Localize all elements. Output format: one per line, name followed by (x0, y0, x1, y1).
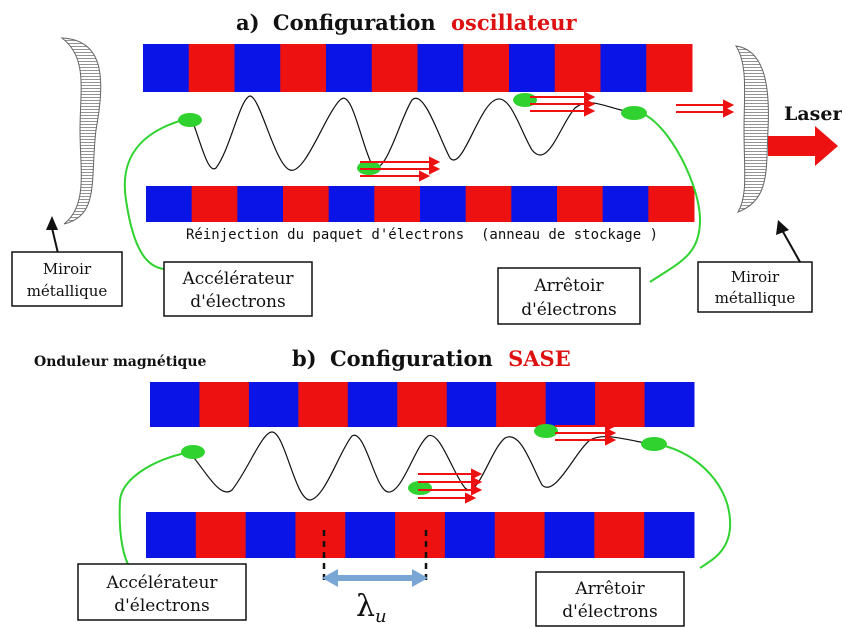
blue-magnet (446, 382, 497, 427)
blue-magnet (146, 186, 193, 222)
curved-mirror-icon (735, 45, 769, 213)
svg-text:Miroir: Miroir (731, 268, 780, 286)
blue-magnet (420, 186, 467, 222)
red-magnet (595, 382, 646, 427)
top-magnet-row (143, 44, 693, 92)
red-magnet (397, 382, 448, 427)
panel-b: Onduleur magnétique b) Configuration SAS… (34, 346, 732, 627)
blue-magnet (600, 44, 647, 92)
red-magnet (557, 186, 604, 222)
svg-text:Accélérateur: Accélérateur (181, 269, 294, 289)
electron-bunch-icon (178, 113, 202, 127)
blue-magnet (544, 512, 595, 558)
blue-magnet (444, 512, 496, 558)
blue-magnet (326, 44, 373, 92)
blue-magnet (143, 44, 190, 92)
right-mirror-label: Miroir métallique (697, 261, 813, 313)
svg-text:Arrêtoir: Arrêtoir (533, 276, 604, 296)
laser-arrow-icon (768, 126, 838, 166)
red-magnet (283, 186, 330, 222)
bottom-magnet-row (146, 512, 695, 558)
left-mirror-label: Miroir métallique (11, 251, 123, 307)
accelerator-label: Accélérateur d'électrons (163, 261, 313, 317)
reinjection-label: Réinjection du paquet d'électrons (annea… (186, 227, 658, 243)
red-magnet (496, 382, 547, 427)
electron-bunch-icon (641, 437, 667, 451)
top-magnet-row (150, 382, 695, 427)
red-magnet (646, 44, 693, 92)
stopper-label: Arrêtoir d'électrons (535, 571, 685, 627)
red-magnet (280, 44, 327, 92)
electron-bunch-icon (621, 106, 647, 120)
blue-magnet (347, 382, 398, 427)
svg-text:Miroir: Miroir (43, 260, 92, 278)
pointer-arrow (776, 220, 801, 263)
svg-text:métallique: métallique (715, 289, 796, 307)
electron-bunch-icon (534, 424, 558, 438)
red-magnet (295, 512, 346, 558)
undulator-label: Onduleur magnétique (34, 354, 207, 370)
blue-magnet (509, 44, 556, 92)
lambda-label: λu (356, 589, 387, 627)
period-marker (322, 530, 428, 587)
blue-magnet (644, 382, 695, 427)
red-magnet (465, 186, 512, 222)
red-magnet (395, 512, 446, 558)
panel-a-title: a) Configuration oscillateur (236, 10, 578, 35)
laser-label: Laser (784, 103, 842, 125)
panel-a: a) Configuration oscillateur (11, 10, 842, 325)
blue-magnet (545, 382, 596, 427)
svg-text:d'électrons: d'électrons (562, 602, 658, 622)
svg-text:d'électrons: d'électrons (190, 292, 286, 312)
blue-magnet (417, 44, 464, 92)
electron-loop (118, 443, 732, 569)
electron-trajectory (189, 431, 653, 501)
bottom-magnet-row (146, 186, 695, 222)
red-magnet (374, 186, 421, 222)
photon-arrows (360, 91, 735, 182)
red-magnet (463, 44, 510, 92)
red-magnet (594, 512, 645, 558)
red-magnet (188, 44, 235, 92)
stopper-label: Arrêtoir d'électrons (497, 267, 641, 325)
svg-text:Arrêtoir: Arrêtoir (574, 579, 645, 599)
blue-magnet (150, 382, 200, 427)
blue-magnet (234, 44, 281, 92)
blue-magnet (146, 512, 197, 558)
red-magnet (371, 44, 418, 92)
electron-trajectory (191, 95, 633, 171)
storage-ring-loop (123, 110, 702, 283)
electron-bunch-icon (181, 445, 205, 459)
electron-bunch-icon (408, 481, 432, 495)
curved-mirror-icon (60, 37, 102, 225)
blue-magnet (345, 512, 396, 558)
blue-magnet (328, 186, 375, 222)
red-magnet (298, 382, 349, 427)
red-magnet (195, 512, 247, 558)
red-magnet (191, 186, 238, 222)
svg-text:d'électrons: d'électrons (521, 300, 617, 320)
svg-text:métallique: métallique (27, 282, 108, 300)
red-magnet (554, 44, 601, 92)
blue-magnet (602, 186, 649, 222)
blue-magnet (511, 186, 558, 222)
svg-text:Accélérateur: Accélérateur (105, 573, 218, 593)
svg-text:d'électrons: d'électrons (114, 596, 210, 616)
red-magnet (199, 382, 250, 427)
blue-magnet (248, 382, 299, 427)
accelerator-label: Accélérateur d'électrons (77, 563, 247, 621)
red-magnet (494, 512, 546, 558)
blue-magnet (644, 512, 695, 558)
photon-arrows (418, 420, 617, 504)
blue-magnet (245, 512, 296, 558)
red-magnet (648, 186, 695, 222)
blue-magnet (237, 186, 284, 222)
panel-b-title: b) Configuration SASE (292, 346, 571, 371)
